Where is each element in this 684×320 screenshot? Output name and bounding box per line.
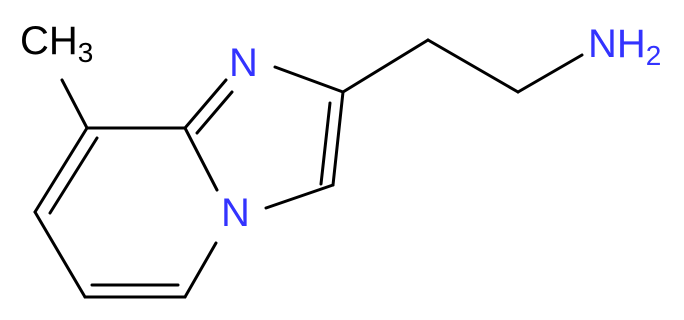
atom-amine-label: NH2 (588, 22, 661, 71)
bond-c8a-n4 (183, 126, 219, 192)
bond-c5-n4 (183, 241, 218, 299)
bond-c3-n4 (264, 183, 335, 210)
atom-methyl-label: CH3 (20, 19, 93, 68)
bond-c8-c7-double (48, 136, 99, 215)
atom-n4-label: N (221, 191, 250, 235)
atom-n1-label: N (229, 41, 258, 85)
bond-c2-c3 (331, 90, 345, 187)
bond-ch2-amine (516, 53, 584, 94)
bond-c7-c6 (33, 210, 87, 299)
amine-subscript: 2 (646, 40, 662, 71)
bond-c2-c3-double (319, 101, 332, 186)
bond-n1-c2 (273, 65, 345, 94)
methyl-base: CH (20, 19, 78, 63)
bond-c8-methyl (60, 78, 89, 130)
bond-ch2-ch2 (426, 38, 520, 94)
bond-c8a-n1-double (195, 90, 234, 135)
bond-c8-c7 (33, 126, 89, 214)
methyl-subscript: 3 (78, 37, 94, 68)
amine-base: NH (588, 22, 646, 66)
bond-c8a-n1 (183, 78, 228, 130)
bond-c2-ch2 (341, 38, 430, 94)
